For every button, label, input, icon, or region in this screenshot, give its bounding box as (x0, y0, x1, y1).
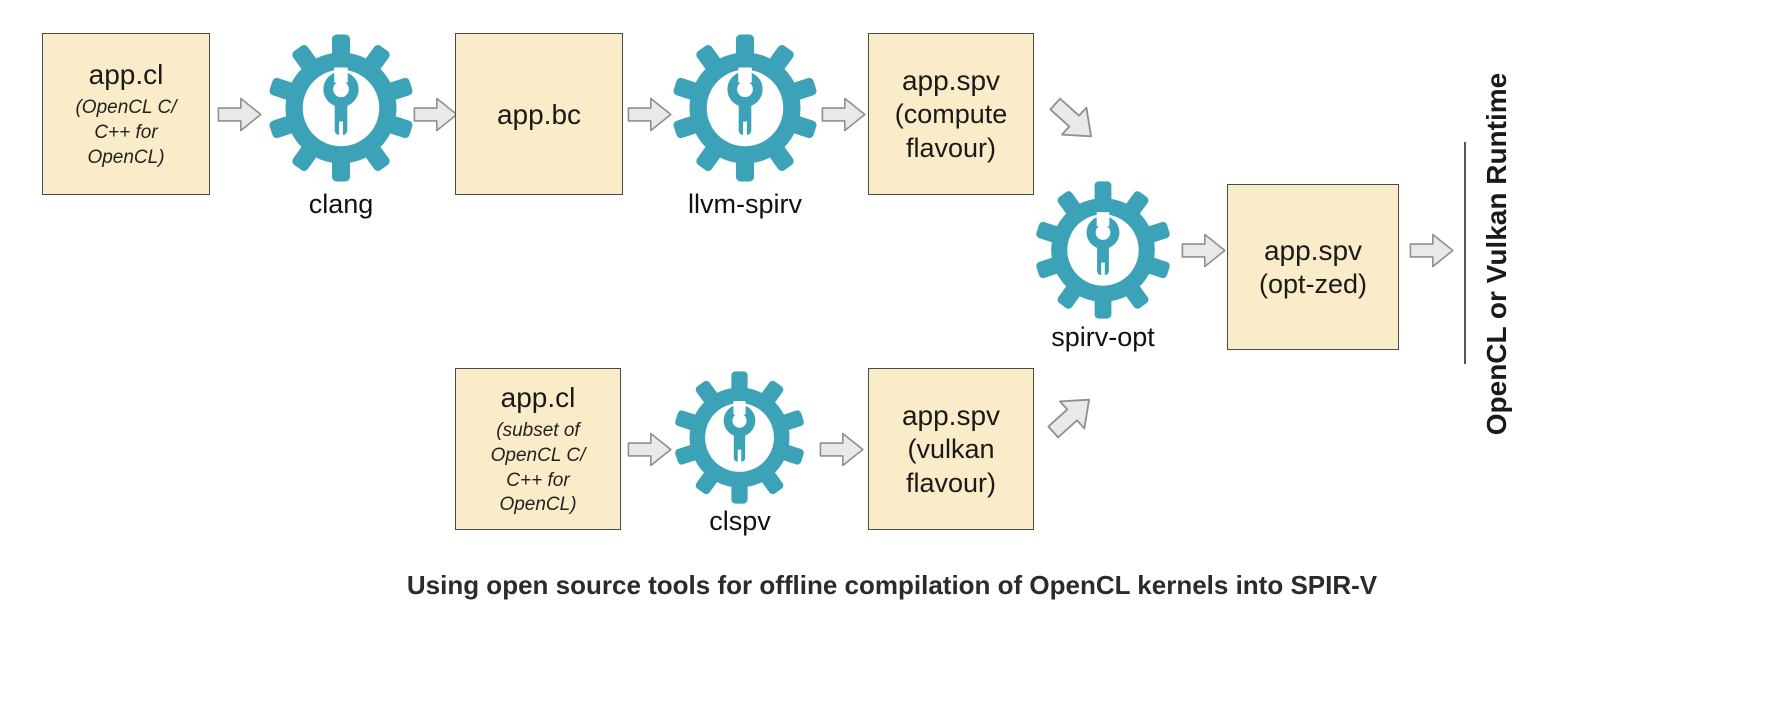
arrow-optzed-to-runtime (1408, 228, 1456, 273)
flow-arrow-icon (217, 97, 262, 132)
node-app-spv-vulkan: app.spv (vulkan flavour) (868, 368, 1034, 530)
node-subtitle: (subset of OpenCL C/ C++ for OpenCL) (490, 420, 586, 516)
flow-arrow-icon (1047, 398, 1091, 439)
tool-label-spirv-opt: spirv-opt (1051, 322, 1155, 352)
tool-label-clspv: clspv (709, 506, 771, 536)
arrow-appcl-to-clang (216, 92, 264, 137)
gear-wrench-icon (675, 371, 804, 504)
gear-wrench-icon (269, 34, 413, 182)
tool-label-clang: clang (308, 189, 374, 219)
flow-arrow-icon (819, 432, 864, 467)
tool-clspv (672, 370, 807, 505)
node-subtitle: (OpenCL C/ C++ for OpenCL) (75, 97, 177, 168)
flow-arrow-icon (1409, 233, 1454, 268)
node-title: app.spv (901, 64, 1001, 96)
node-title: app.spv (901, 399, 1001, 431)
tool-spirv-opt (1033, 180, 1173, 320)
node-app-cl-source: app.cl (OpenCL C/ C++ for OpenCL) (42, 33, 210, 195)
node-body: (compute flavour) (894, 98, 1008, 163)
flow-arrow-icon (1049, 97, 1093, 138)
flow-arrow-icon (627, 97, 672, 132)
arrow-clang-to-appbc (412, 92, 460, 137)
flow-arrow-icon (413, 97, 458, 132)
node-title: app.cl (88, 59, 164, 91)
node-title: app.spv (1263, 234, 1363, 266)
flow-arrow-icon (821, 97, 866, 132)
gear-wrench-icon (1036, 181, 1170, 319)
gear-wrench-icon (673, 34, 817, 182)
flow-arrow-icon (1181, 233, 1226, 268)
arrow-compute-to-spirvopt (1036, 83, 1111, 158)
node-title: app.bc (496, 98, 582, 130)
runtime-label: OpenCL or Vulkan Runtime (1481, 72, 1512, 436)
flow-arrow-icon (627, 432, 672, 467)
node-title: app.cl (500, 382, 576, 414)
node-app-spv-compute: app.spv (compute flavour) (868, 33, 1034, 195)
node-body: (vulkan flavour) (905, 433, 997, 498)
node-app-bc: app.bc (455, 33, 623, 195)
arrow-llvmspirv-to-appspv (820, 92, 868, 137)
tool-label-llvm-spirv: llvm-spirv (688, 189, 802, 219)
runtime-boundary-line (1464, 142, 1466, 364)
node-app-cl-subset: app.cl (subset of OpenCL C/ C++ for Open… (455, 368, 621, 530)
arrow-spirvopt-to-optzed (1180, 228, 1228, 273)
diagram-caption: Using open source tools for offline comp… (406, 570, 1378, 600)
arrow-clspv-to-appspv (818, 427, 866, 472)
tool-llvm-spirv (670, 33, 820, 183)
tool-clang (266, 33, 416, 183)
arrow-appbc-to-llvmspirv (626, 92, 674, 137)
arrow-vulkan-to-spirvopt (1034, 378, 1109, 453)
arrow-appcl-to-clspv (626, 427, 674, 472)
node-body: (opt-zed) (1258, 268, 1368, 299)
node-app-spv-optzed: app.spv (opt-zed) (1227, 184, 1399, 350)
